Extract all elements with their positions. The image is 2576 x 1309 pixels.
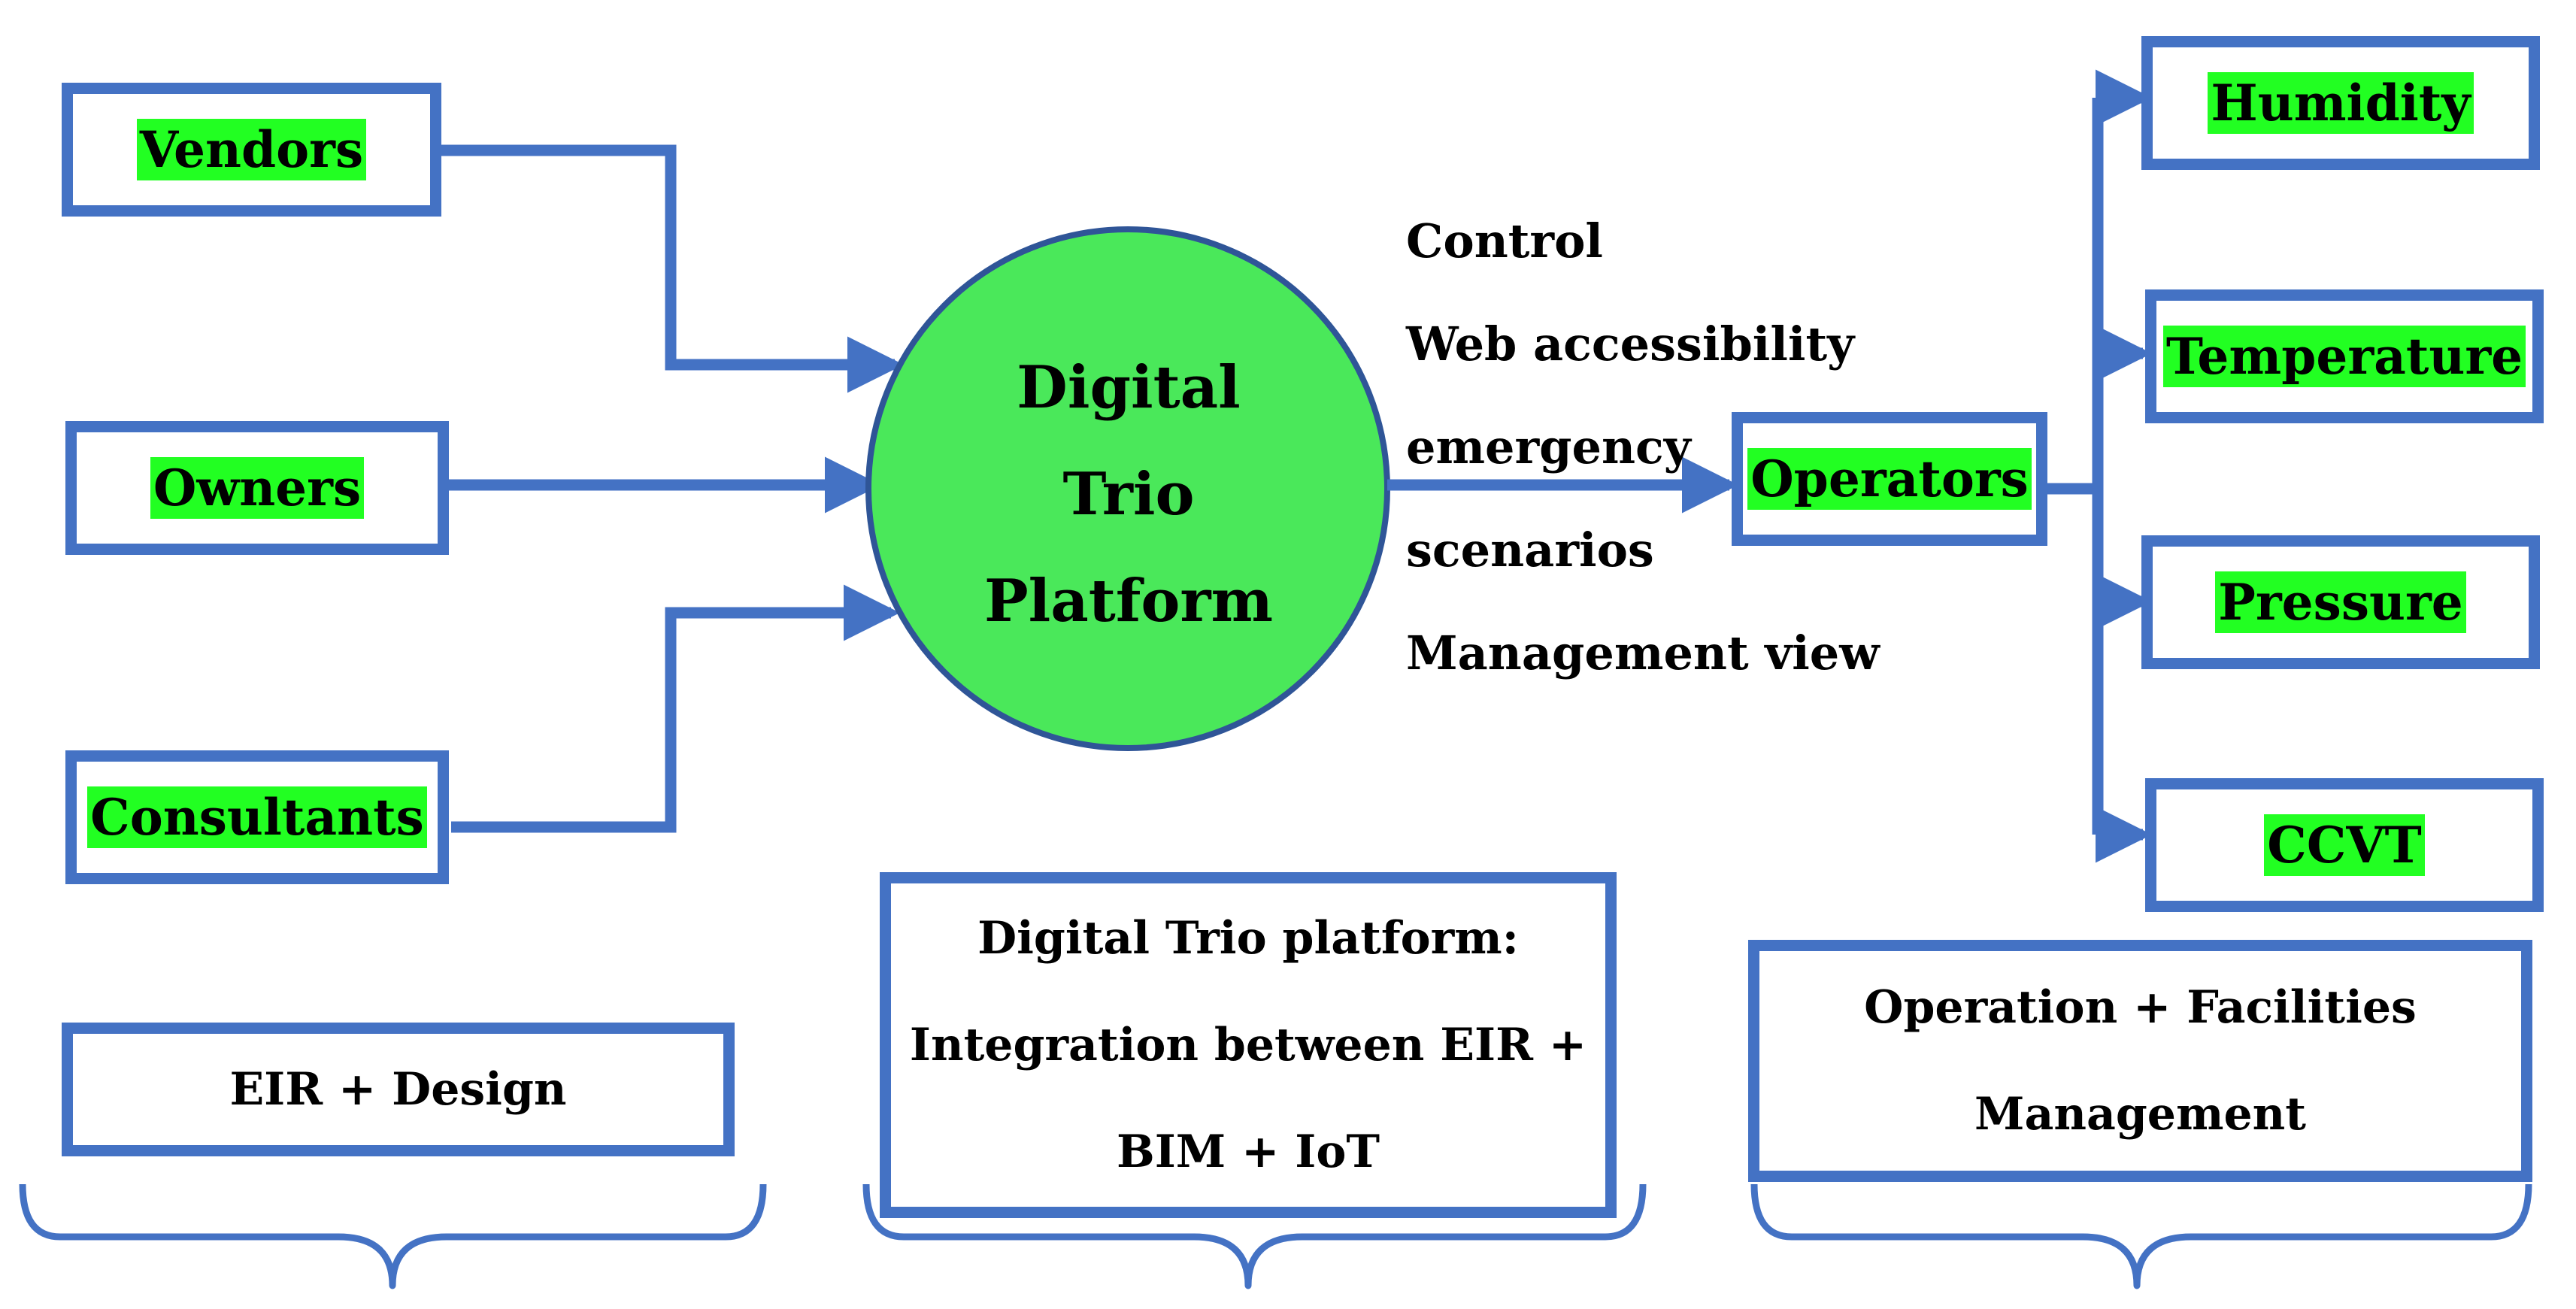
platform-label: Digital Trio Platform — [874, 335, 1383, 655]
platform-label-line2: Trio — [1062, 460, 1195, 529]
design-phase-box: EIR + Design — [62, 1023, 735, 1156]
vendors-label: Vendors — [136, 118, 367, 181]
operation-phase-line1: Operation + Facilities — [1864, 981, 2417, 1034]
design-phase-line1: EIR + Design — [229, 1063, 567, 1116]
platform-label-line3: Platform — [983, 567, 1274, 635]
feature-item: scenarios — [1406, 523, 1654, 577]
pressure-label: Pressure — [2215, 571, 2466, 634]
owners-box: Owners — [65, 421, 449, 555]
feature-list: Control Web accessibility emergency scen… — [1406, 189, 1880, 704]
consultants-box: Consultants — [65, 750, 449, 884]
temperature-label: Temperature — [2162, 325, 2526, 388]
operation-phase-line2: Management — [1974, 1088, 2306, 1141]
connector-vendors-to-platform — [440, 144, 905, 393]
brace-integration — [862, 1183, 1647, 1289]
connector-consultants-to-platform — [451, 584, 901, 833]
operators-box: Operators — [1732, 412, 2047, 546]
operators-label: Operators — [1747, 447, 2032, 511]
temperature-box: Temperature — [2145, 289, 2544, 423]
integration-phase-line3: BIM + IoT — [1117, 1126, 1380, 1178]
feature-item: Control — [1406, 214, 1603, 268]
feature-item: Management view — [1406, 626, 1880, 680]
platform-label-line1: Digital — [1017, 353, 1241, 422]
integration-phase-line2: Integration between EIR + — [909, 1019, 1587, 1071]
integration-phase-box: Digital Trio platform: Integration betwe… — [880, 872, 1617, 1218]
ccvt-box: CCVT — [2145, 778, 2544, 912]
vendors-box: Vendors — [62, 83, 441, 217]
owners-label: Owners — [150, 456, 365, 520]
integration-phase-line1: Digital Trio platform: — [977, 912, 1519, 965]
brace-operation — [1750, 1183, 2532, 1289]
pressure-box: Pressure — [2141, 535, 2540, 669]
consultants-label: Consultants — [87, 786, 427, 849]
ccvt-label: CCVT — [2264, 814, 2425, 877]
operation-phase-box: Operation + Facilities Management — [1748, 940, 2532, 1182]
humidity-label: Humidity — [2208, 71, 2474, 135]
humidity-box: Humidity — [2141, 36, 2540, 170]
brace-design — [19, 1183, 767, 1289]
feature-item: Web accessibility — [1406, 317, 1855, 371]
feature-item: emergency — [1406, 420, 1691, 474]
